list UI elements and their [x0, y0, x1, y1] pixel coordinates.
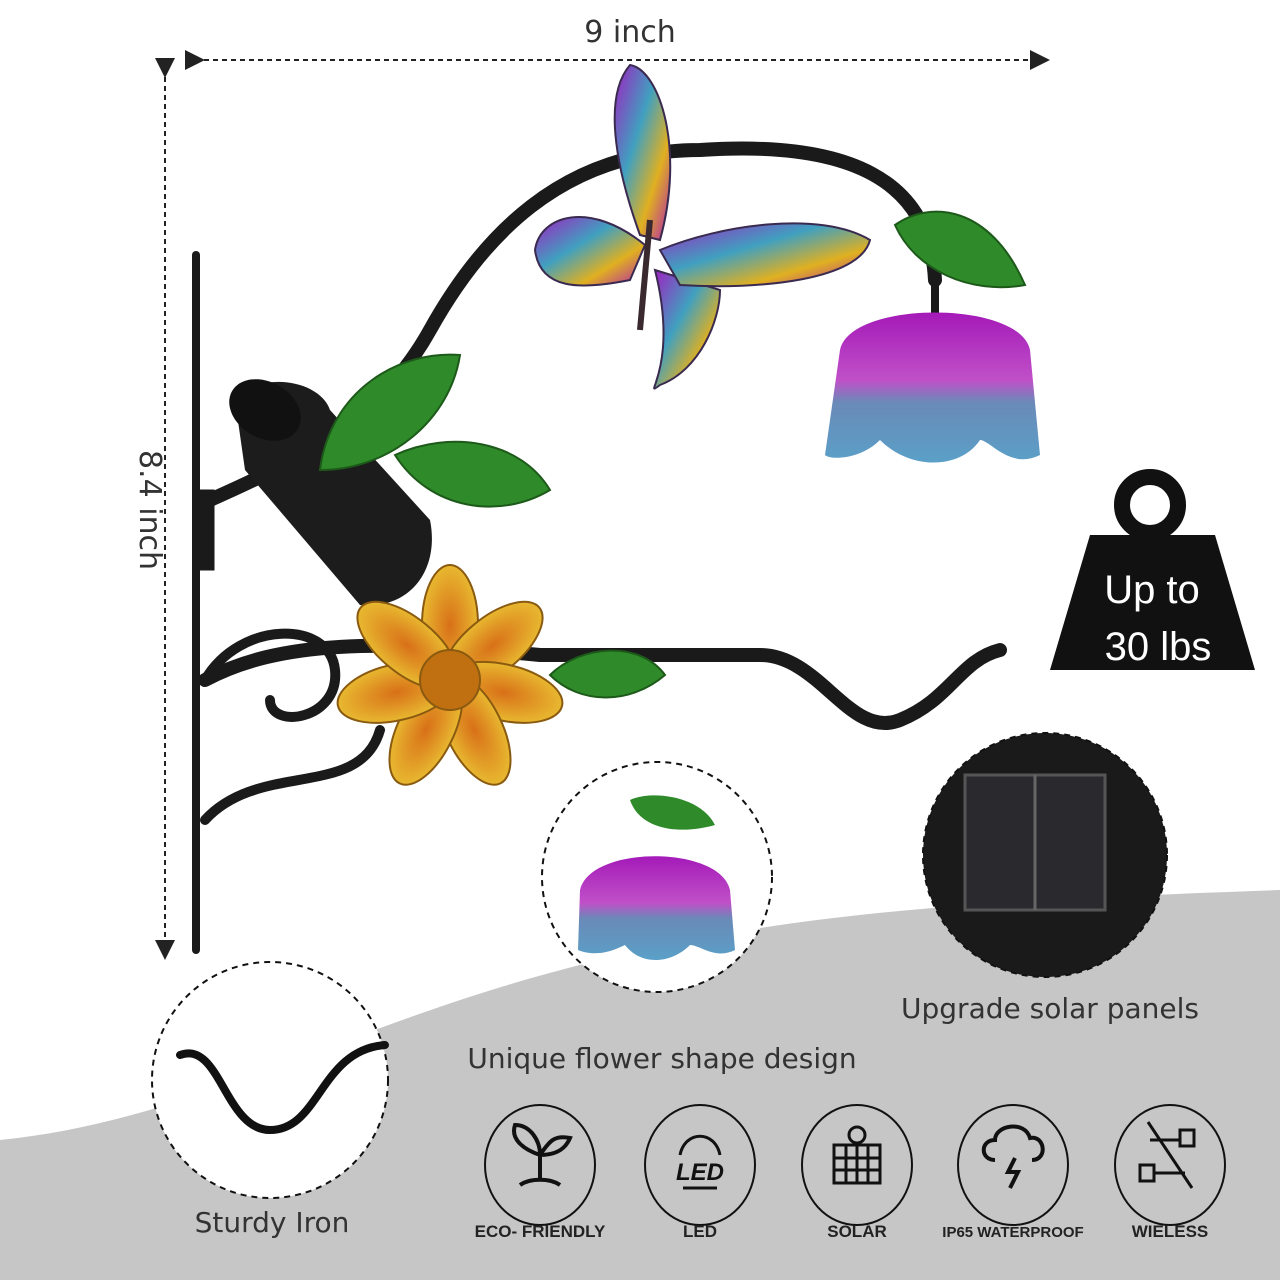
solar-panel-icon: [832, 1125, 882, 1185]
daisy-flower: [336, 564, 564, 786]
svg-text:SOLAR: SOLAR: [827, 1222, 887, 1241]
rain-cloud-icon: [981, 1124, 1045, 1189]
badge-solar: SOLAR: [801, 1104, 913, 1241]
badge-eco-friendly: ECO- FRIENDLY: [475, 1104, 606, 1241]
leaves: [318, 210, 1027, 699]
svg-text:IP65 WATERPROOF: IP65 WATERPROOF: [942, 1224, 1083, 1241]
feature-hook-label: Sturdy Iron: [195, 1206, 350, 1239]
feature-solar: Upgrade solar panels: [901, 732, 1199, 1025]
width-label: 9 inch: [584, 15, 675, 50]
badge-led: LED LED: [644, 1104, 756, 1241]
feature-solar-label: Upgrade solar panels: [901, 992, 1199, 1025]
no-plug-icon: [1138, 1121, 1196, 1189]
butterfly: [533, 63, 872, 390]
solar-lamp: [229, 379, 432, 606]
badge-waterproof: IP65 WATERPROOF: [942, 1104, 1084, 1241]
led-icon: LED: [676, 1134, 724, 1190]
badge-wireless: WIELESS: [1114, 1104, 1226, 1241]
feature-flower: Unique flower shape design: [467, 761, 857, 1075]
tulip-flower: [825, 280, 1040, 463]
weight-capacity-badge: Up to 30 lbs: [1050, 469, 1255, 670]
svg-text:ECO- FRIENDLY: ECO- FRIENDLY: [475, 1222, 606, 1241]
sprout-icon: [512, 1122, 573, 1187]
svg-text:Up to: Up to: [1104, 568, 1200, 612]
height-label: 8.4 inch: [132, 450, 167, 570]
svg-text:LED: LED: [676, 1159, 724, 1186]
svg-text:30 lbs: 30 lbs: [1105, 625, 1212, 669]
svg-text:LED: LED: [683, 1222, 717, 1241]
feature-hook: Sturdy Iron: [151, 961, 389, 1239]
feature-flower-label: Unique flower shape design: [467, 1042, 856, 1075]
svg-text:WIELESS: WIELESS: [1132, 1222, 1209, 1241]
